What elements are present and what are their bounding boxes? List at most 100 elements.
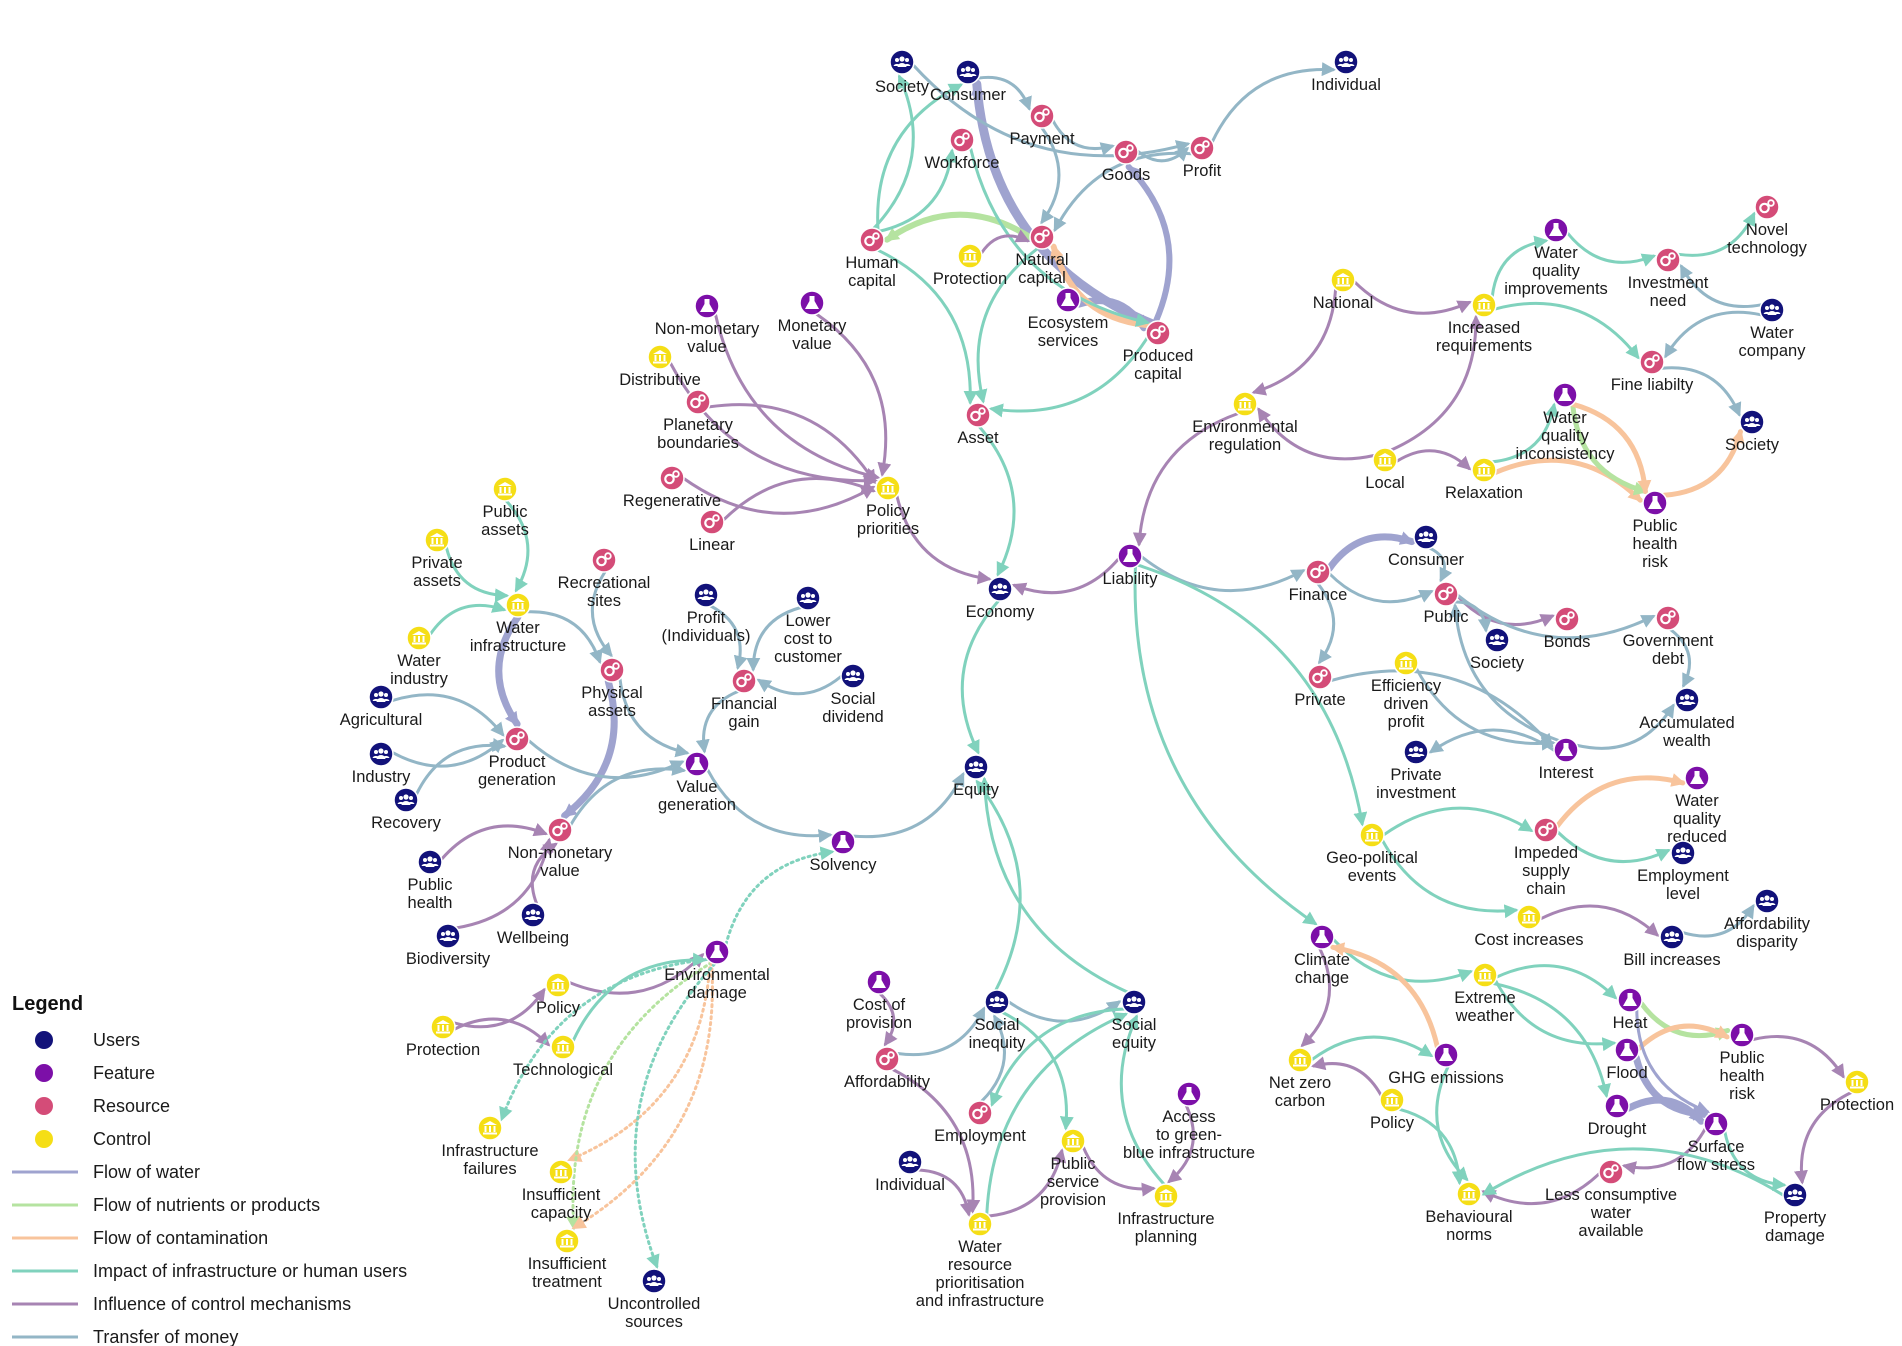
node-individual-bottom: Individual <box>875 1149 945 1194</box>
node-label: Individual <box>875 1176 945 1194</box>
users-icon <box>1754 888 1780 914</box>
node-label: resource <box>948 1256 1012 1274</box>
node-label: Profit <box>687 609 726 627</box>
node-label: improvements <box>1504 280 1608 298</box>
users-icon <box>1413 524 1439 550</box>
node-label: risk <box>1642 553 1668 571</box>
edge-money <box>569 761 687 827</box>
node-label: Water <box>496 619 540 637</box>
node-label: Environmental <box>664 966 769 984</box>
node-label: assets <box>588 702 636 720</box>
gears-icon <box>949 127 975 153</box>
edge-money <box>852 771 965 839</box>
edge-influence <box>714 313 881 482</box>
node-label: Technological <box>513 1061 613 1079</box>
edge-money <box>706 768 833 843</box>
flask-icon <box>1553 737 1579 763</box>
node-label: Public <box>1424 608 1469 626</box>
node-flood: Flood <box>1606 1037 1648 1082</box>
edge-influence <box>1081 1145 1156 1197</box>
edge-contamination <box>1554 773 1686 829</box>
gears-icon <box>1113 139 1139 165</box>
control-swatch-icon <box>35 1130 53 1148</box>
edge-money <box>746 606 803 672</box>
node-label: Consumer <box>1388 551 1465 569</box>
edge-impact <box>1481 1147 1785 1197</box>
edge-money <box>976 75 1032 111</box>
edge-impact <box>989 1007 1126 1107</box>
gears-icon <box>731 668 757 694</box>
node-label: inconsistency <box>1515 445 1615 463</box>
gears-icon <box>1029 103 1055 129</box>
node-label: Public <box>483 503 528 521</box>
node-label: damage <box>687 984 747 1002</box>
edge-money <box>1660 366 1742 417</box>
node-label: National <box>1313 294 1374 312</box>
node-label: Affordability <box>1724 915 1811 933</box>
node-label: Ecosystem <box>1028 314 1109 332</box>
node-label: Infrastructure <box>1117 1210 1214 1228</box>
gears-icon <box>1533 817 1559 843</box>
edge-impact <box>1310 1035 1434 1062</box>
node-label: Biodiversity <box>406 950 491 968</box>
node-protection-right: Protection <box>1820 1069 1894 1114</box>
institution-icon <box>1393 650 1419 676</box>
node-label: value <box>540 862 579 880</box>
users-icon <box>1403 739 1429 765</box>
edge-money <box>912 63 1191 158</box>
legend-item-feature: Feature <box>35 1063 155 1083</box>
edge-nutrients <box>1570 401 1649 496</box>
users-icon <box>1121 989 1147 1015</box>
users-icon <box>963 754 989 780</box>
gears-icon <box>1639 349 1665 375</box>
edge-contamination <box>1661 428 1745 498</box>
edge-influence <box>453 1017 551 1047</box>
flask-icon <box>1604 1093 1630 1119</box>
node-label: priorities <box>857 520 919 538</box>
institution-icon <box>554 1228 580 1254</box>
legend-label: Flow of water <box>93 1162 200 1182</box>
edge-influence <box>1751 1035 1845 1079</box>
edge-influence <box>1793 1091 1853 1185</box>
users-icon <box>1659 924 1685 950</box>
node-label: quality <box>1673 810 1721 828</box>
flask-icon <box>1552 382 1578 408</box>
edge-water <box>1125 163 1173 325</box>
node-label: risk <box>1729 1085 1755 1103</box>
node-label: norms <box>1446 1226 1492 1244</box>
node-label: (Individuals) <box>662 627 751 645</box>
node-label: Public <box>1051 1155 1096 1173</box>
edge-influence <box>917 1168 974 1217</box>
node-label: Insufficient <box>522 1186 601 1204</box>
legend-item-water: Flow of water <box>12 1162 200 1182</box>
node-equity: Equity <box>953 754 1000 799</box>
legend-label: Flow of nutrients or products <box>93 1195 320 1215</box>
edge-influence <box>1251 287 1338 396</box>
edge-contamination <box>1330 942 1440 1050</box>
edge-influence <box>815 312 892 477</box>
legend-item-user: Users <box>35 1030 140 1050</box>
edges-layer <box>391 62 1853 1269</box>
edge-influence <box>722 477 876 522</box>
edge-money <box>1140 555 1306 593</box>
flask-icon <box>1684 765 1710 791</box>
edge-influence <box>455 837 554 930</box>
node-label: Property <box>1764 1209 1827 1227</box>
node-label: Product <box>489 753 546 771</box>
flask-icon <box>1433 1042 1459 1068</box>
node-label: and infrastructure <box>916 1292 1044 1310</box>
node-label: Policy <box>866 502 911 520</box>
node-protection-top: Protection <box>933 243 1007 288</box>
node-label: Social <box>975 1016 1020 1034</box>
node-consumer-top: Consumer <box>930 59 1007 104</box>
